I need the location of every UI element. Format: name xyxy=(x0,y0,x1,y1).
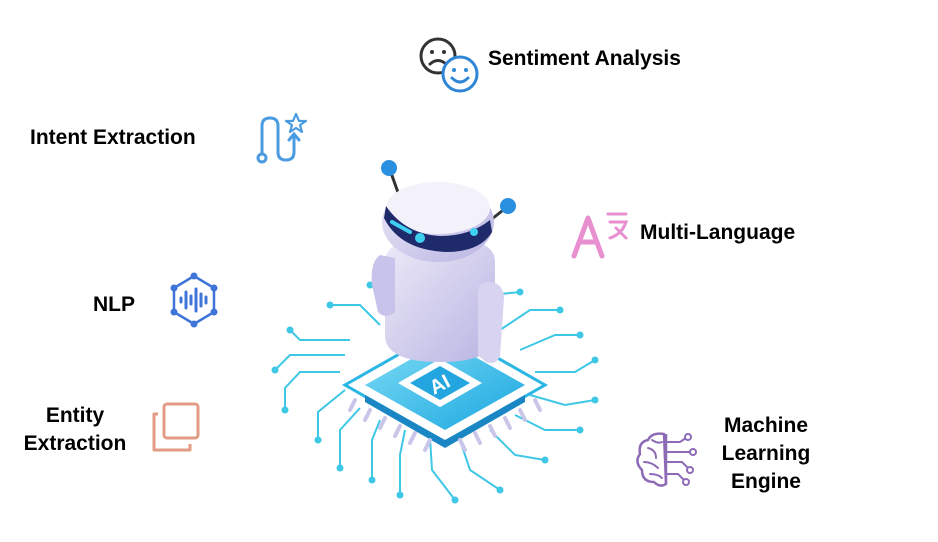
machine-learning-engine-label: Machine Learning Engine xyxy=(704,412,828,496)
path-star-icon xyxy=(250,112,310,171)
voice-network-icon xyxy=(166,272,222,333)
machine-learning-line-1: Machine xyxy=(723,414,809,437)
entity-extraction-line-1: Entity xyxy=(45,404,105,427)
intent-extraction-label: Intent Extraction xyxy=(30,126,196,149)
sentiment-faces-icon xyxy=(414,34,482,101)
nlp-label: NLP xyxy=(93,293,135,316)
ai-chip xyxy=(341,326,549,452)
copy-squares-icon xyxy=(150,400,204,459)
entity-extraction-line-2: Extraction xyxy=(23,432,127,455)
robot xyxy=(371,160,516,364)
machine-learning-line-3: Engine xyxy=(730,470,801,493)
translate-icon xyxy=(570,208,632,265)
entity-extraction-label: Entity Extraction xyxy=(14,402,136,458)
sentiment-analysis-label: Sentiment Analysis xyxy=(488,47,681,70)
brain-circuit-icon xyxy=(634,428,700,497)
multi-language-label: Multi-Language xyxy=(640,221,796,244)
machine-learning-line-2: Learning xyxy=(721,442,811,465)
circuit-nodes xyxy=(271,281,599,504)
